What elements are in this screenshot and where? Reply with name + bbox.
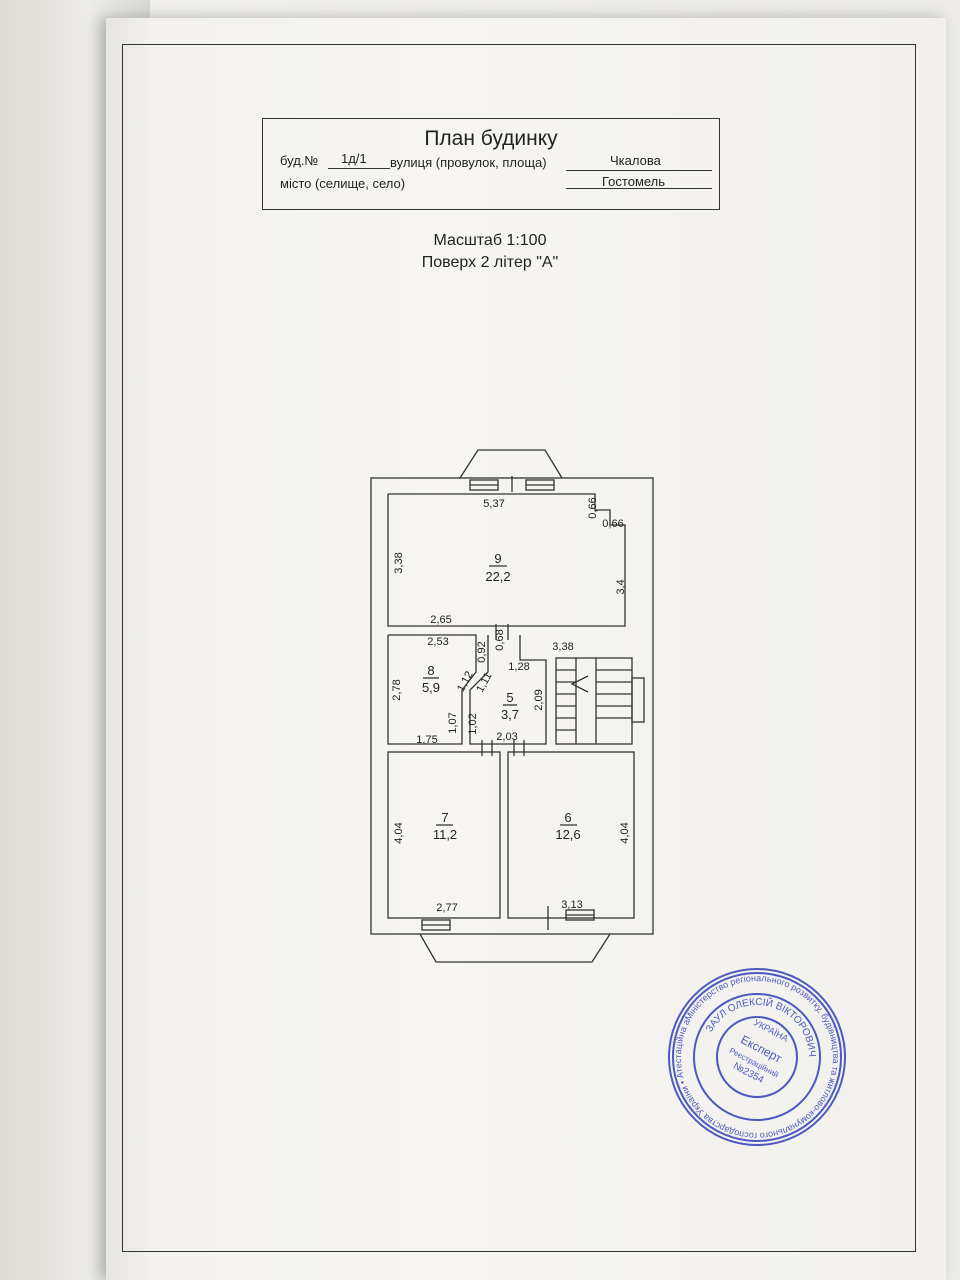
dim-112: 1,12 [455, 669, 476, 694]
document-page [106, 18, 946, 1280]
dim-34: 3,4 [615, 579, 627, 594]
dim-203: 2,03 [496, 731, 517, 743]
building-underline [328, 168, 390, 169]
room-7-outline [387, 751, 501, 919]
dim-068: 0,68 [494, 629, 506, 650]
dim-265: 2,65 [430, 614, 451, 626]
street-label: вулиця (провулок, площа) [390, 155, 547, 170]
dim-107: 1,07 [447, 712, 459, 733]
room-5-number: 5 [506, 690, 513, 705]
room-6-number: 6 [564, 810, 571, 825]
room-7-area: 11,2 [433, 827, 457, 842]
building-label: буд.№ [280, 153, 319, 168]
floor-plan: 9 22,2 8 5,9 5 3,7 7 11,2 6 12,6 5,37 0,… [370, 449, 654, 963]
dim-066a: 0,66 [587, 497, 599, 518]
dim-404b: 4,04 [619, 822, 631, 843]
room-8-area: 5,9 [422, 680, 440, 695]
room-7-number: 7 [441, 810, 448, 825]
room-9-outline [387, 493, 626, 627]
room-5-outline [469, 635, 547, 745]
dim-253: 2,53 [427, 636, 448, 648]
dim-338b: 3,38 [552, 641, 573, 653]
bottom-bay [419, 933, 611, 963]
page-frame [122, 44, 916, 1252]
scale-text: Масштаб 1:100 [433, 232, 547, 249]
street-underline [566, 170, 712, 171]
room-6-outline [507, 751, 635, 919]
room-9-area: 22,2 [485, 569, 510, 584]
room-8-outline [387, 634, 477, 745]
room-8-number: 8 [427, 663, 434, 678]
room-9-number: 9 [494, 551, 501, 566]
dim-277: 2,77 [436, 902, 457, 914]
city-underline [566, 188, 712, 189]
city-label: місто (селище, село) [280, 176, 406, 191]
dim-102: 1,02 [467, 713, 479, 734]
dim-278: 2,78 [391, 679, 403, 700]
dim-066b: 0,66 [602, 518, 623, 530]
dim-092: 0,92 [476, 641, 488, 662]
dim-209: 2,09 [533, 689, 545, 710]
dim-313: 3,13 [561, 899, 582, 911]
dim-338a: 3,38 [393, 552, 405, 573]
city-value: Гостомель [602, 174, 666, 189]
top-bay [459, 449, 563, 479]
stair-outline [555, 657, 633, 745]
dim-111: 1,11 [474, 671, 494, 695]
dim-175: 1,75 [416, 734, 437, 746]
street-value: Чкалова [610, 153, 661, 168]
room-6-area: 12,6 [555, 827, 580, 842]
title-block: План будинку [262, 118, 720, 210]
dim-128: 1,28 [508, 661, 529, 673]
document-title: План будинку [424, 127, 558, 150]
building-value: 1д/1 [341, 151, 367, 166]
room-5-area: 3,7 [501, 707, 519, 722]
floor-text: Поверх 2 літер "А" [421, 254, 559, 271]
dim-537: 5,37 [483, 498, 504, 510]
dim-404a: 4,04 [393, 822, 405, 843]
